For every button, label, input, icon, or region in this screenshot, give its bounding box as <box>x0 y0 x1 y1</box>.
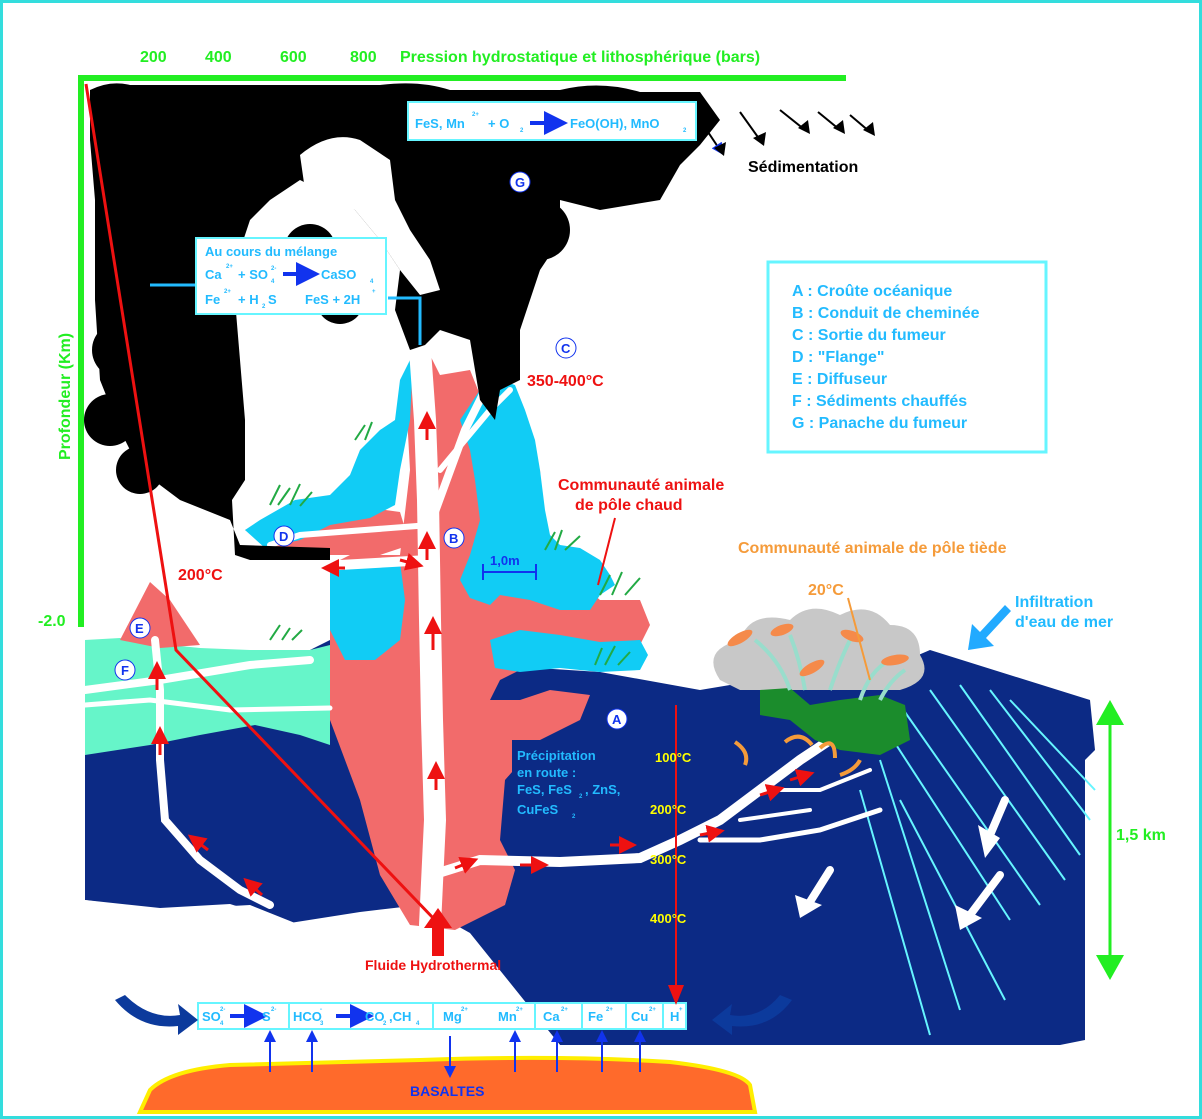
exchange-ion-2: HCO <box>293 1009 322 1024</box>
marker-f: F <box>121 663 129 678</box>
mixing-l2-fe-sup: 2+ <box>224 289 231 295</box>
exchange-ion-3-tail: ,CH <box>389 1009 411 1024</box>
sedimentation-label: Sédimentation <box>748 159 858 176</box>
legend-item-c: C : Sortie du fumeur <box>792 327 946 344</box>
exchange-ion-7: Fe <box>588 1009 603 1024</box>
precip-line-2: en route : <box>517 765 576 780</box>
mixing-l1-ca-sup: 2+ <box>226 264 233 270</box>
sedimentation-heads <box>714 120 875 156</box>
pressure-tick-200: 200 <box>140 49 167 66</box>
isotherm-100: 100°C <box>655 750 692 765</box>
pressure-tick-600: 600 <box>280 49 307 66</box>
mixing-l2-fe: Fe <box>205 292 220 307</box>
exchange-ion-5-sup: 2+ <box>516 1007 523 1013</box>
exchange-ion-3: CO <box>365 1009 385 1024</box>
precip-line-3: FeS, FeS <box>517 782 572 797</box>
isotherm-300: 300°C <box>650 852 687 867</box>
basalts-label: BASALTES <box>410 1083 484 1099</box>
legend-item-d: D : "Flange" <box>792 349 885 366</box>
mixing-l1-ca: Ca <box>205 267 222 282</box>
scale-label: 1,0m <box>490 553 520 568</box>
vent-temperature: 350-400°C <box>527 373 604 390</box>
mixing-reaction-box: Au cours du mélange Ca 2+ + SO 4 2- CaSO… <box>196 238 386 314</box>
exchange-ion-9-sup: + <box>679 1007 683 1013</box>
plume-reaction-box: FeS, Mn 2+ + O 2 FeO(OH), MnO 2 <box>408 102 696 140</box>
depth-axis-title: Profondeur (Km) <box>57 333 74 460</box>
mixing-l2-h-sup: + <box>372 289 376 295</box>
warm-temperature: 20°C <box>808 582 844 599</box>
exchange-ion-2-sup: - <box>320 1007 322 1013</box>
precip-line-4: CuFeS <box>517 802 559 817</box>
exchange-ion-0: SO <box>202 1009 221 1024</box>
marker-c: C <box>561 341 571 356</box>
legend-box: A : Croûte océanique B : Conduit de chem… <box>768 262 1046 452</box>
mixing-l1-so-sup: 2- <box>271 266 276 272</box>
mixing-l1-caso: CaSO <box>321 267 356 282</box>
plume-reaction-left-sup: 2+ <box>472 112 479 118</box>
mixing-l2-h: + H <box>238 292 259 307</box>
pressure-tick-800: 800 <box>350 49 377 66</box>
precip-line-1: Précipitation <box>517 748 596 763</box>
exchange-bar: SO42-S2-HCO3-CO2,CH4Mg2+Mn2+Ca2+Fe2+Cu2+… <box>198 1003 686 1029</box>
isotherm-200: 200°C <box>650 802 687 817</box>
exchange-ion-1-sup: 2- <box>271 1007 276 1013</box>
fluid-label: Fluide Hydrothermal <box>365 957 501 973</box>
legend-item-a: A : Croûte océanique <box>792 283 952 300</box>
mixing-l2-fes: FeS + 2H <box>305 292 360 307</box>
hot-community-line-2: de pôle chaud <box>575 497 683 514</box>
plume-reaction-mid: + O <box>488 116 509 131</box>
legend-item-e: E : Diffuseur <box>792 371 887 388</box>
depth-value: -2.0 <box>38 613 66 630</box>
pressure-tick-400: 400 <box>205 49 232 66</box>
marker-e: E <box>135 621 144 636</box>
isotherm-400: 400°C <box>650 911 687 926</box>
mixing-title: Au cours du mélange <box>205 244 337 259</box>
mixing-l1-so: + SO <box>238 267 268 282</box>
mixing-l2-s: S <box>268 292 277 307</box>
exchange-ion-8-sup: 2+ <box>649 1007 656 1013</box>
pressure-axis-title: Pression hydrostatique et lithosphérique… <box>400 49 760 66</box>
exchange-ion-8: Cu <box>631 1009 648 1024</box>
exchange-ion-9: H <box>670 1009 679 1024</box>
exchange-ion-0-sup: 2- <box>220 1007 225 1013</box>
exchange-ion-5: Mn <box>498 1009 517 1024</box>
legend-item-f: F : Sédiments chauffés <box>792 393 967 410</box>
thickness-label: 1,5 km <box>1116 827 1166 844</box>
exchange-ion-6-sup: 2+ <box>561 1007 568 1013</box>
legend-item-b: B : Conduit de cheminée <box>792 305 980 322</box>
exchange-ion-4-sup: 2+ <box>461 1007 468 1013</box>
exchange-ion-4: Mg <box>443 1009 462 1024</box>
warm-community-label: Communauté animale de pôle tiède <box>738 540 1007 557</box>
hot-community-line-1: Communauté animale <box>558 477 724 494</box>
exchange-ion-1: S <box>262 1009 271 1024</box>
infiltration-line-2: d'eau de mer <box>1015 614 1113 631</box>
marker-a: A <box>612 712 622 727</box>
legend-item-g: G : Panache du fumeur <box>792 415 967 432</box>
plume-reaction-left: FeS, Mn <box>415 116 465 131</box>
marker-g: G <box>515 175 525 190</box>
exchange-ion-7-sup: 2+ <box>606 1007 613 1013</box>
infiltration-line-1: Infiltration <box>1015 594 1093 611</box>
exchange-ion-6: Ca <box>543 1009 560 1024</box>
marker-d: D <box>279 529 288 544</box>
diffuser-mound <box>120 582 200 648</box>
infiltration-arrow <box>968 605 1011 650</box>
precipitation-box: Précipitation en route : FeS, FeS 2 , Zn… <box>512 740 646 826</box>
plume-reaction-right: FeO(OH), MnO <box>570 116 660 131</box>
precip-line-3-tail: , ZnS, <box>585 782 620 797</box>
diffuser-temperature: 200°C <box>178 567 223 584</box>
marker-b: B <box>449 531 458 546</box>
